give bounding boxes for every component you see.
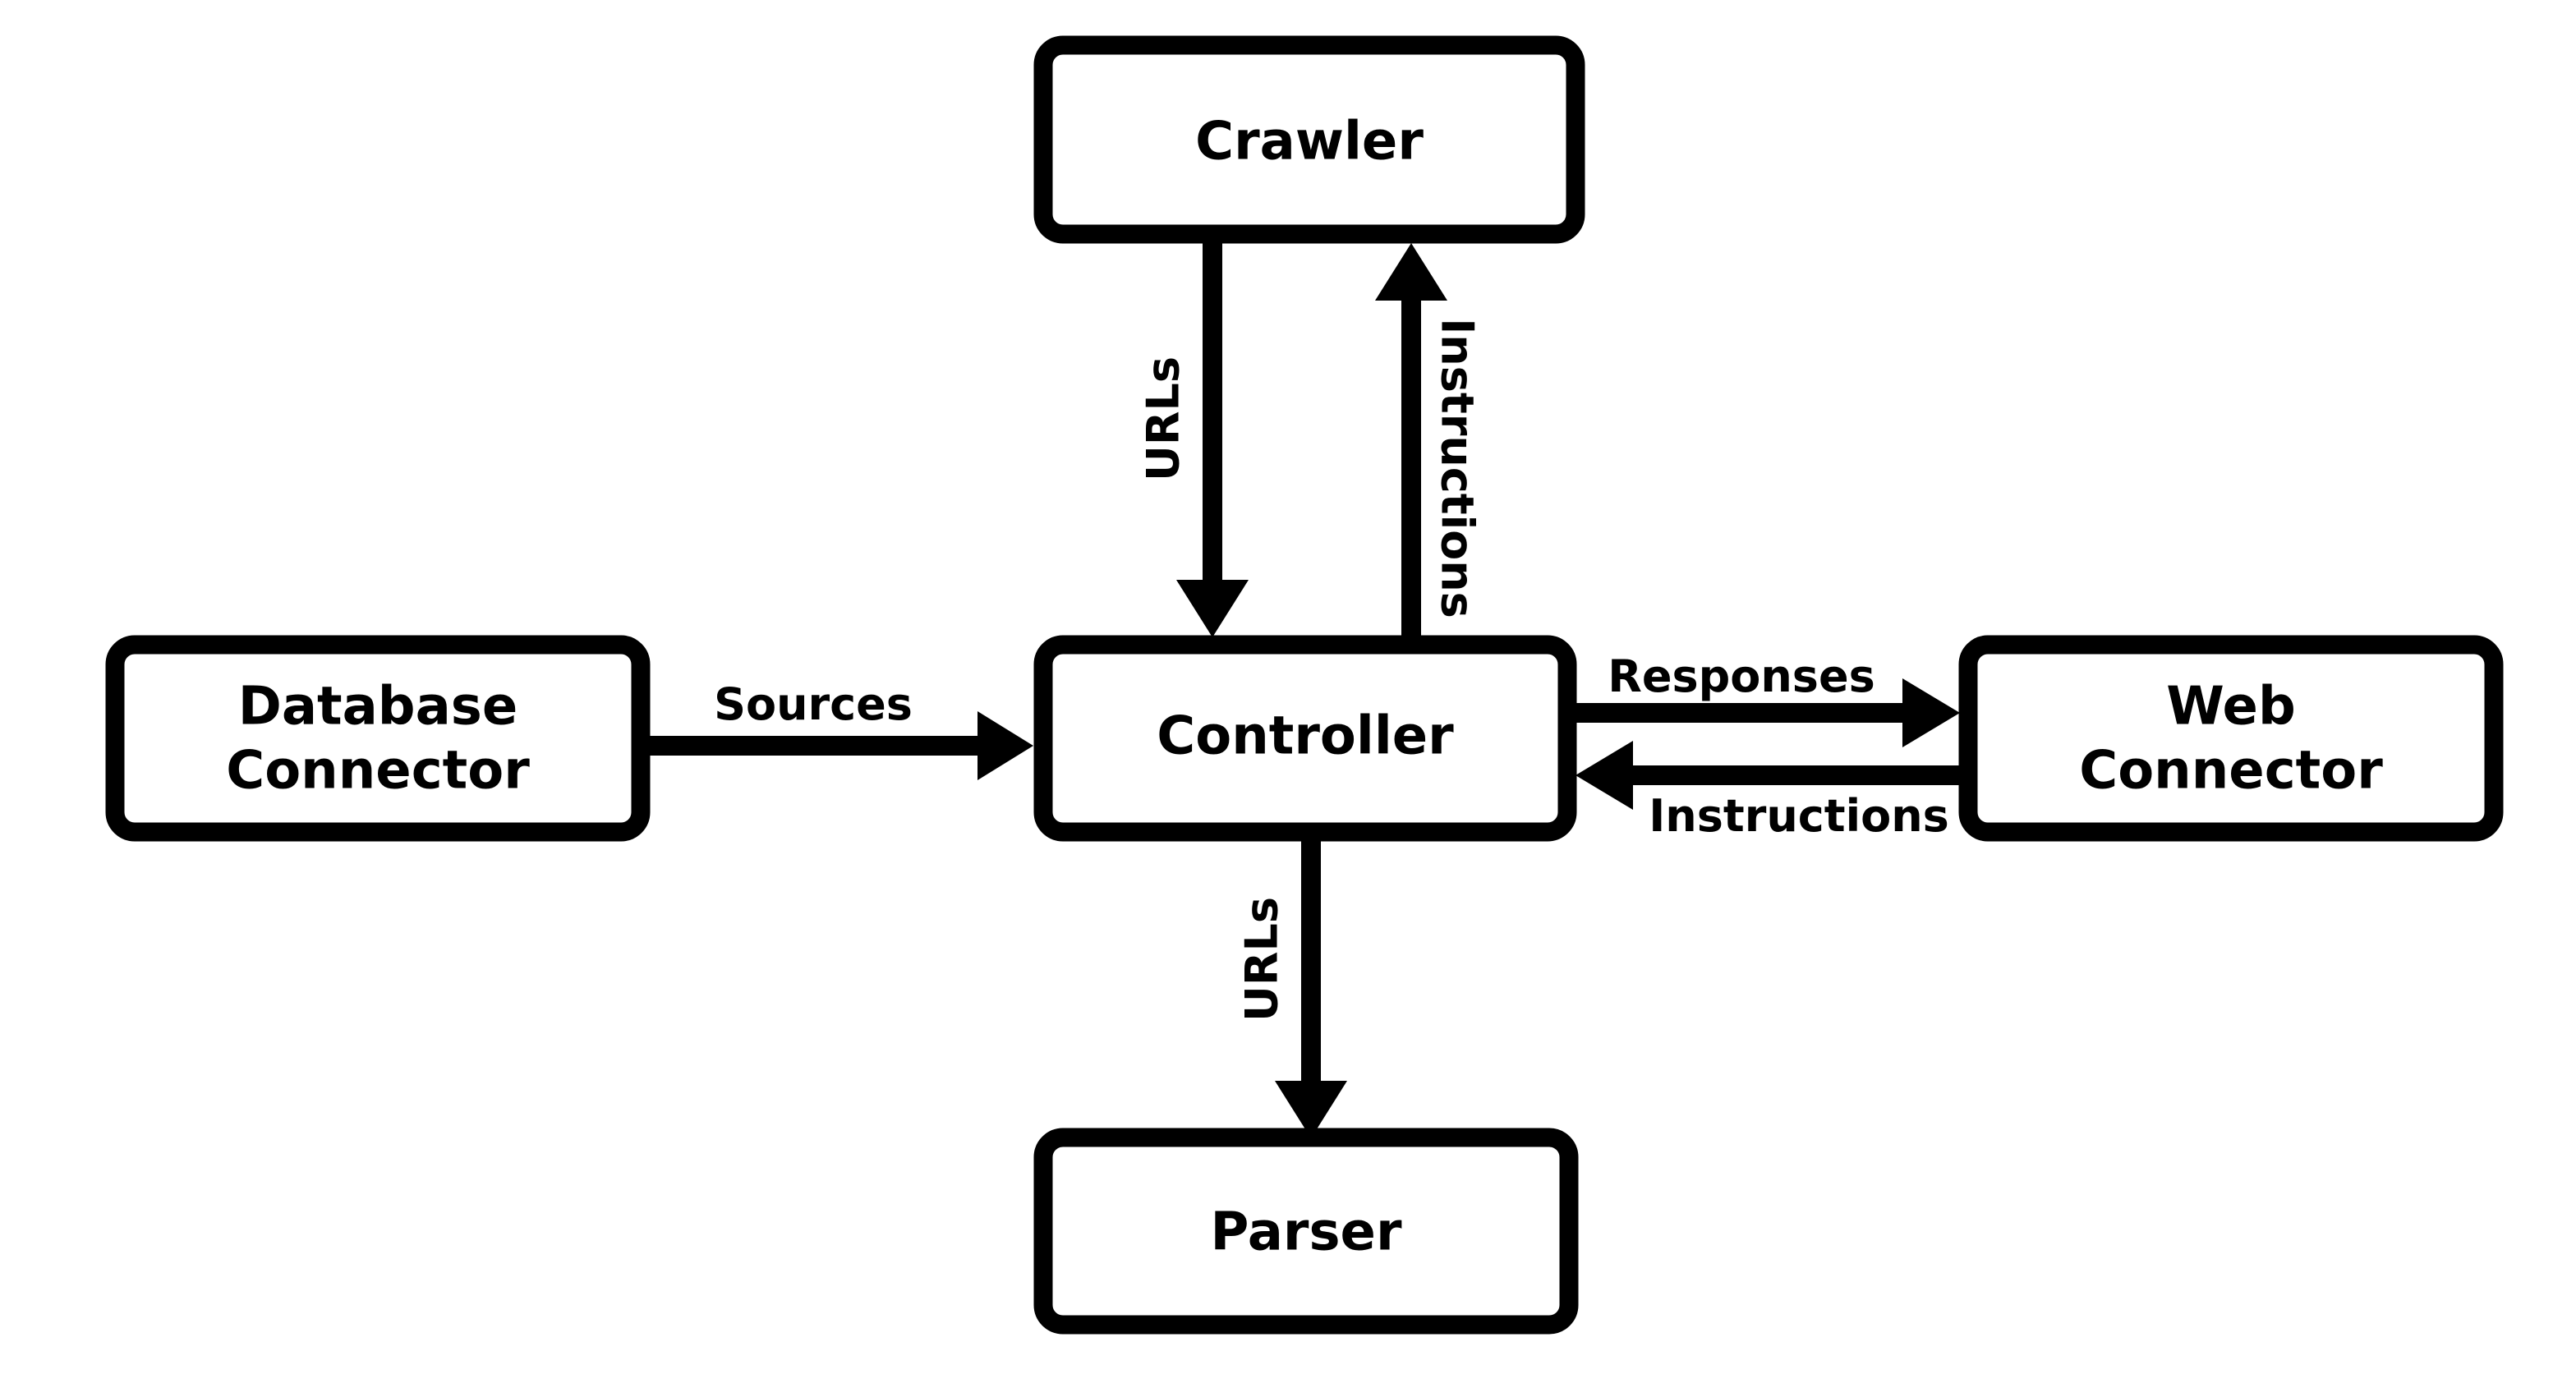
node-web-connector: Web Connector xyxy=(1958,635,2504,842)
edge-label-web-instructions: Instructions xyxy=(1649,790,1949,842)
node-database-connector: Database Connector xyxy=(105,635,651,842)
node-controller: Controller xyxy=(1033,635,1577,842)
edge-crawler-to-controller xyxy=(1176,234,1249,637)
controller-box xyxy=(1033,635,1577,842)
database-connector-label-line2: Connector xyxy=(226,741,530,802)
parser-box xyxy=(1033,1128,1579,1335)
crawler-box xyxy=(1033,35,1585,244)
edge-database-to-controller xyxy=(645,711,1033,780)
edge-controller-to-web xyxy=(1565,678,1960,747)
web-connector-box xyxy=(1958,635,2504,842)
arrow-head xyxy=(1275,1081,1347,1138)
web-connector-label-line2: Connector xyxy=(2079,741,2383,802)
edge-label-responses: Responses xyxy=(1608,650,1874,702)
web-connector-label-line1: Web xyxy=(2166,677,2296,738)
arrow-head xyxy=(978,711,1033,780)
arrow-head xyxy=(1176,580,1249,637)
arrow-head xyxy=(1375,243,1447,301)
arrow-head xyxy=(1576,741,1633,810)
edge-label-sources: Sources xyxy=(714,678,913,730)
arrow-head xyxy=(1902,678,1960,747)
controller-label: Controller xyxy=(1157,706,1454,767)
edge-controller-to-crawler xyxy=(1375,243,1447,639)
parser-label: Parser xyxy=(1211,1202,1402,1263)
edge-label-crawler-urls: URLs xyxy=(1138,356,1189,481)
edge-controller-to-parser xyxy=(1275,829,1347,1138)
edge-label-parser-urls: URLs xyxy=(1236,897,1288,1022)
crawler-label: Crawler xyxy=(1195,112,1424,172)
edge-label-crawler-instructions: Instructions xyxy=(1431,318,1483,618)
database-connector-label-line1: Database xyxy=(238,677,518,738)
edge-web-to-controller xyxy=(1576,741,1963,810)
node-parser: Parser xyxy=(1033,1128,1579,1335)
node-crawler: Crawler xyxy=(1033,35,1585,244)
database-connector-box xyxy=(105,635,651,842)
